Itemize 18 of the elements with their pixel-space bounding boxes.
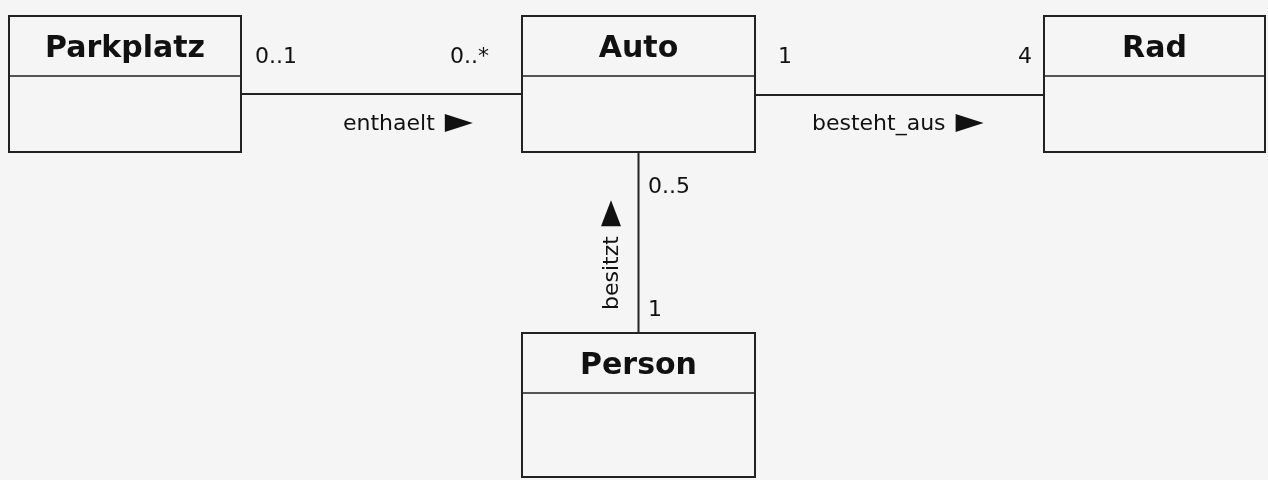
class-name: Auto: [598, 28, 679, 64]
multiplicity-label: 0..5: [648, 175, 690, 197]
class-box: [8, 15, 242, 153]
class-name: Rad: [1122, 28, 1187, 64]
multiplicity-label: 0..*: [450, 45, 489, 67]
edge-label: besitzt: [600, 236, 622, 310]
multiplicity-label: 4: [1018, 45, 1032, 67]
multiplicity-label: 1: [648, 298, 662, 320]
multiplicity-label: 1: [778, 45, 792, 67]
association-line: [637, 152, 640, 333]
class-box: [521, 15, 756, 153]
class-box: [1043, 15, 1266, 153]
edge-label: besteht_aus: [812, 112, 946, 134]
edge-label: enthaelt: [343, 112, 435, 134]
class-name: Person: [580, 345, 697, 381]
class-box: [521, 332, 756, 478]
multiplicity-label: 0..1: [255, 45, 297, 67]
class-name: Parkplatz: [45, 28, 205, 64]
